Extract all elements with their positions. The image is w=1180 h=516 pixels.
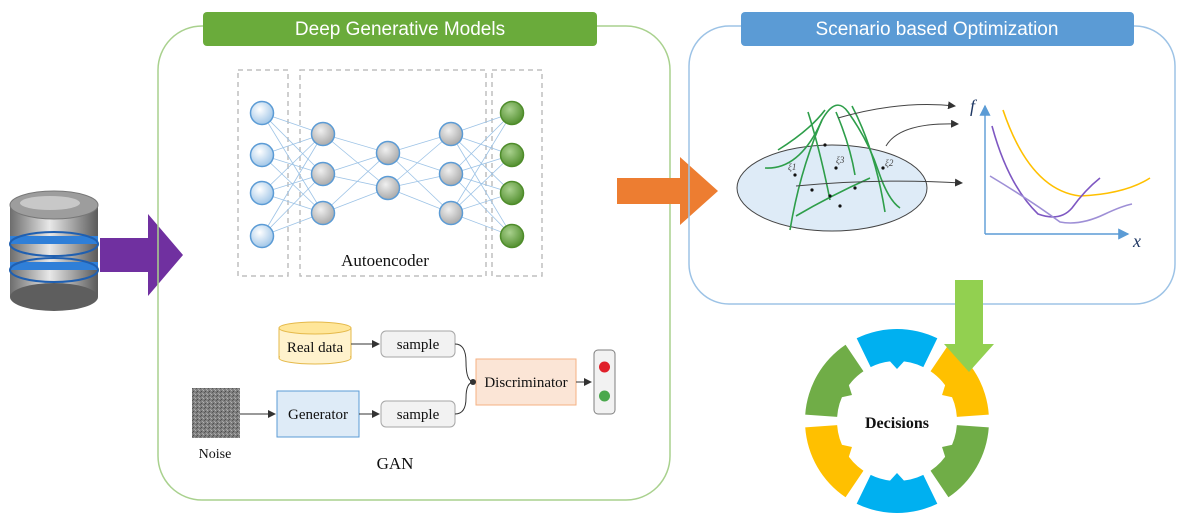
- autoencoder-edge: [322, 152, 389, 214]
- decisions-cycle-segment: [930, 344, 989, 417]
- curve-lavender: [989, 175, 1133, 224]
- autoencoder-node: [438, 121, 464, 147]
- decisions-cycle-arrow: [837, 380, 852, 399]
- gan-merge-dot: [470, 379, 476, 385]
- autoencoder-node: [249, 180, 275, 206]
- scenario-surface-illustration: ξ1 ξ3 ξ2: [736, 101, 963, 232]
- decisions-cycle-segment: [856, 328, 938, 368]
- traffic-light-icon: [593, 349, 616, 415]
- curve-yellow: [1002, 109, 1151, 197]
- curve-purple: [991, 125, 1101, 218]
- database-icon: [9, 190, 99, 311]
- autoencoder-edge: [450, 173, 513, 237]
- autoencoder-edge: [450, 154, 513, 214]
- autoencoder-edge: [261, 112, 324, 175]
- decisions-cycle-segment: [805, 344, 864, 417]
- autoencoder-edge: [450, 112, 513, 214]
- autoencoder-node: [375, 140, 401, 166]
- scenario-label-2: ξ2: [885, 158, 894, 168]
- autoencoder-layer-boxes: [237, 69, 543, 277]
- autoencoder-node: [310, 200, 336, 226]
- autoencoder-node: [249, 100, 275, 126]
- real-data-cylinder: [278, 321, 352, 365]
- autoencoder-node: [499, 142, 525, 168]
- autoencoder-edge: [261, 133, 324, 194]
- scenario-header-bg: [741, 12, 1134, 46]
- purple-arrow-icon: [100, 214, 183, 296]
- decisions-label: Decisions: [865, 415, 929, 432]
- decisions-cycle-icon: [805, 328, 989, 513]
- decisions-cycle-arrow: [942, 443, 957, 462]
- autoencoder-node: [249, 223, 275, 249]
- scenario-label-3: ξ3: [836, 155, 845, 165]
- autoencoder-edge: [261, 133, 324, 237]
- autoencoder-label: Autoencoder: [341, 251, 429, 270]
- plot-x-label: x: [1132, 231, 1141, 251]
- real-data-label: Real data: [287, 340, 344, 356]
- autoencoder-node: [249, 142, 275, 168]
- sample-label-top: sample: [397, 337, 440, 353]
- noise-label: Noise: [199, 447, 232, 462]
- deep-generative-header-bg: [203, 12, 597, 46]
- decisions-cycle-arrow: [837, 443, 852, 462]
- decisions-cycle-arrow: [886, 473, 908, 485]
- autoencoder-node: [310, 161, 336, 187]
- autoencoder-edge: [387, 133, 452, 189]
- autoencoder-edge: [322, 133, 389, 189]
- orange-arrow-icon: [617, 157, 718, 225]
- gan-arrows: [240, 340, 592, 418]
- gan-label: GAN: [377, 454, 414, 473]
- autoencoder-node: [499, 223, 525, 249]
- sample-label-bottom: sample: [397, 407, 440, 423]
- scenario-header: Scenario based Optimization: [816, 19, 1059, 40]
- autoencoder-edge: [450, 112, 513, 175]
- autoencoder-node: [438, 200, 464, 226]
- autoencoder-node: [499, 100, 525, 126]
- decisions-cycle-arrow: [886, 357, 908, 369]
- decisions-cycle-segment: [856, 474, 938, 513]
- autoencoder-node: [499, 180, 525, 206]
- autoencoder-edge: [450, 133, 513, 237]
- discriminator-label: Discriminator: [484, 375, 567, 391]
- scenario-label-1: ξ1: [788, 162, 796, 172]
- decisions-cycle-segment: [930, 425, 989, 498]
- generator-label: Generator: [288, 407, 348, 423]
- decisions-cycle-segment: [805, 425, 864, 498]
- objective-plot: [979, 104, 1151, 240]
- autoencoder-node: [438, 161, 464, 187]
- autoencoder-node: [310, 121, 336, 147]
- plot-y-label: f: [970, 96, 978, 116]
- green-arrow-icon: [944, 280, 994, 372]
- autoencoder-edge: [261, 173, 324, 237]
- decisions-cycle-arrow: [942, 380, 957, 399]
- autoencoder-nodes: [249, 100, 525, 249]
- autoencoder-edge: [387, 152, 452, 214]
- generator-box: [276, 390, 360, 438]
- autoencoder-edge: [261, 154, 324, 214]
- noise-image: [192, 388, 240, 438]
- autoencoder-node: [375, 175, 401, 201]
- deep-generative-header: Deep Generative Models: [295, 19, 505, 40]
